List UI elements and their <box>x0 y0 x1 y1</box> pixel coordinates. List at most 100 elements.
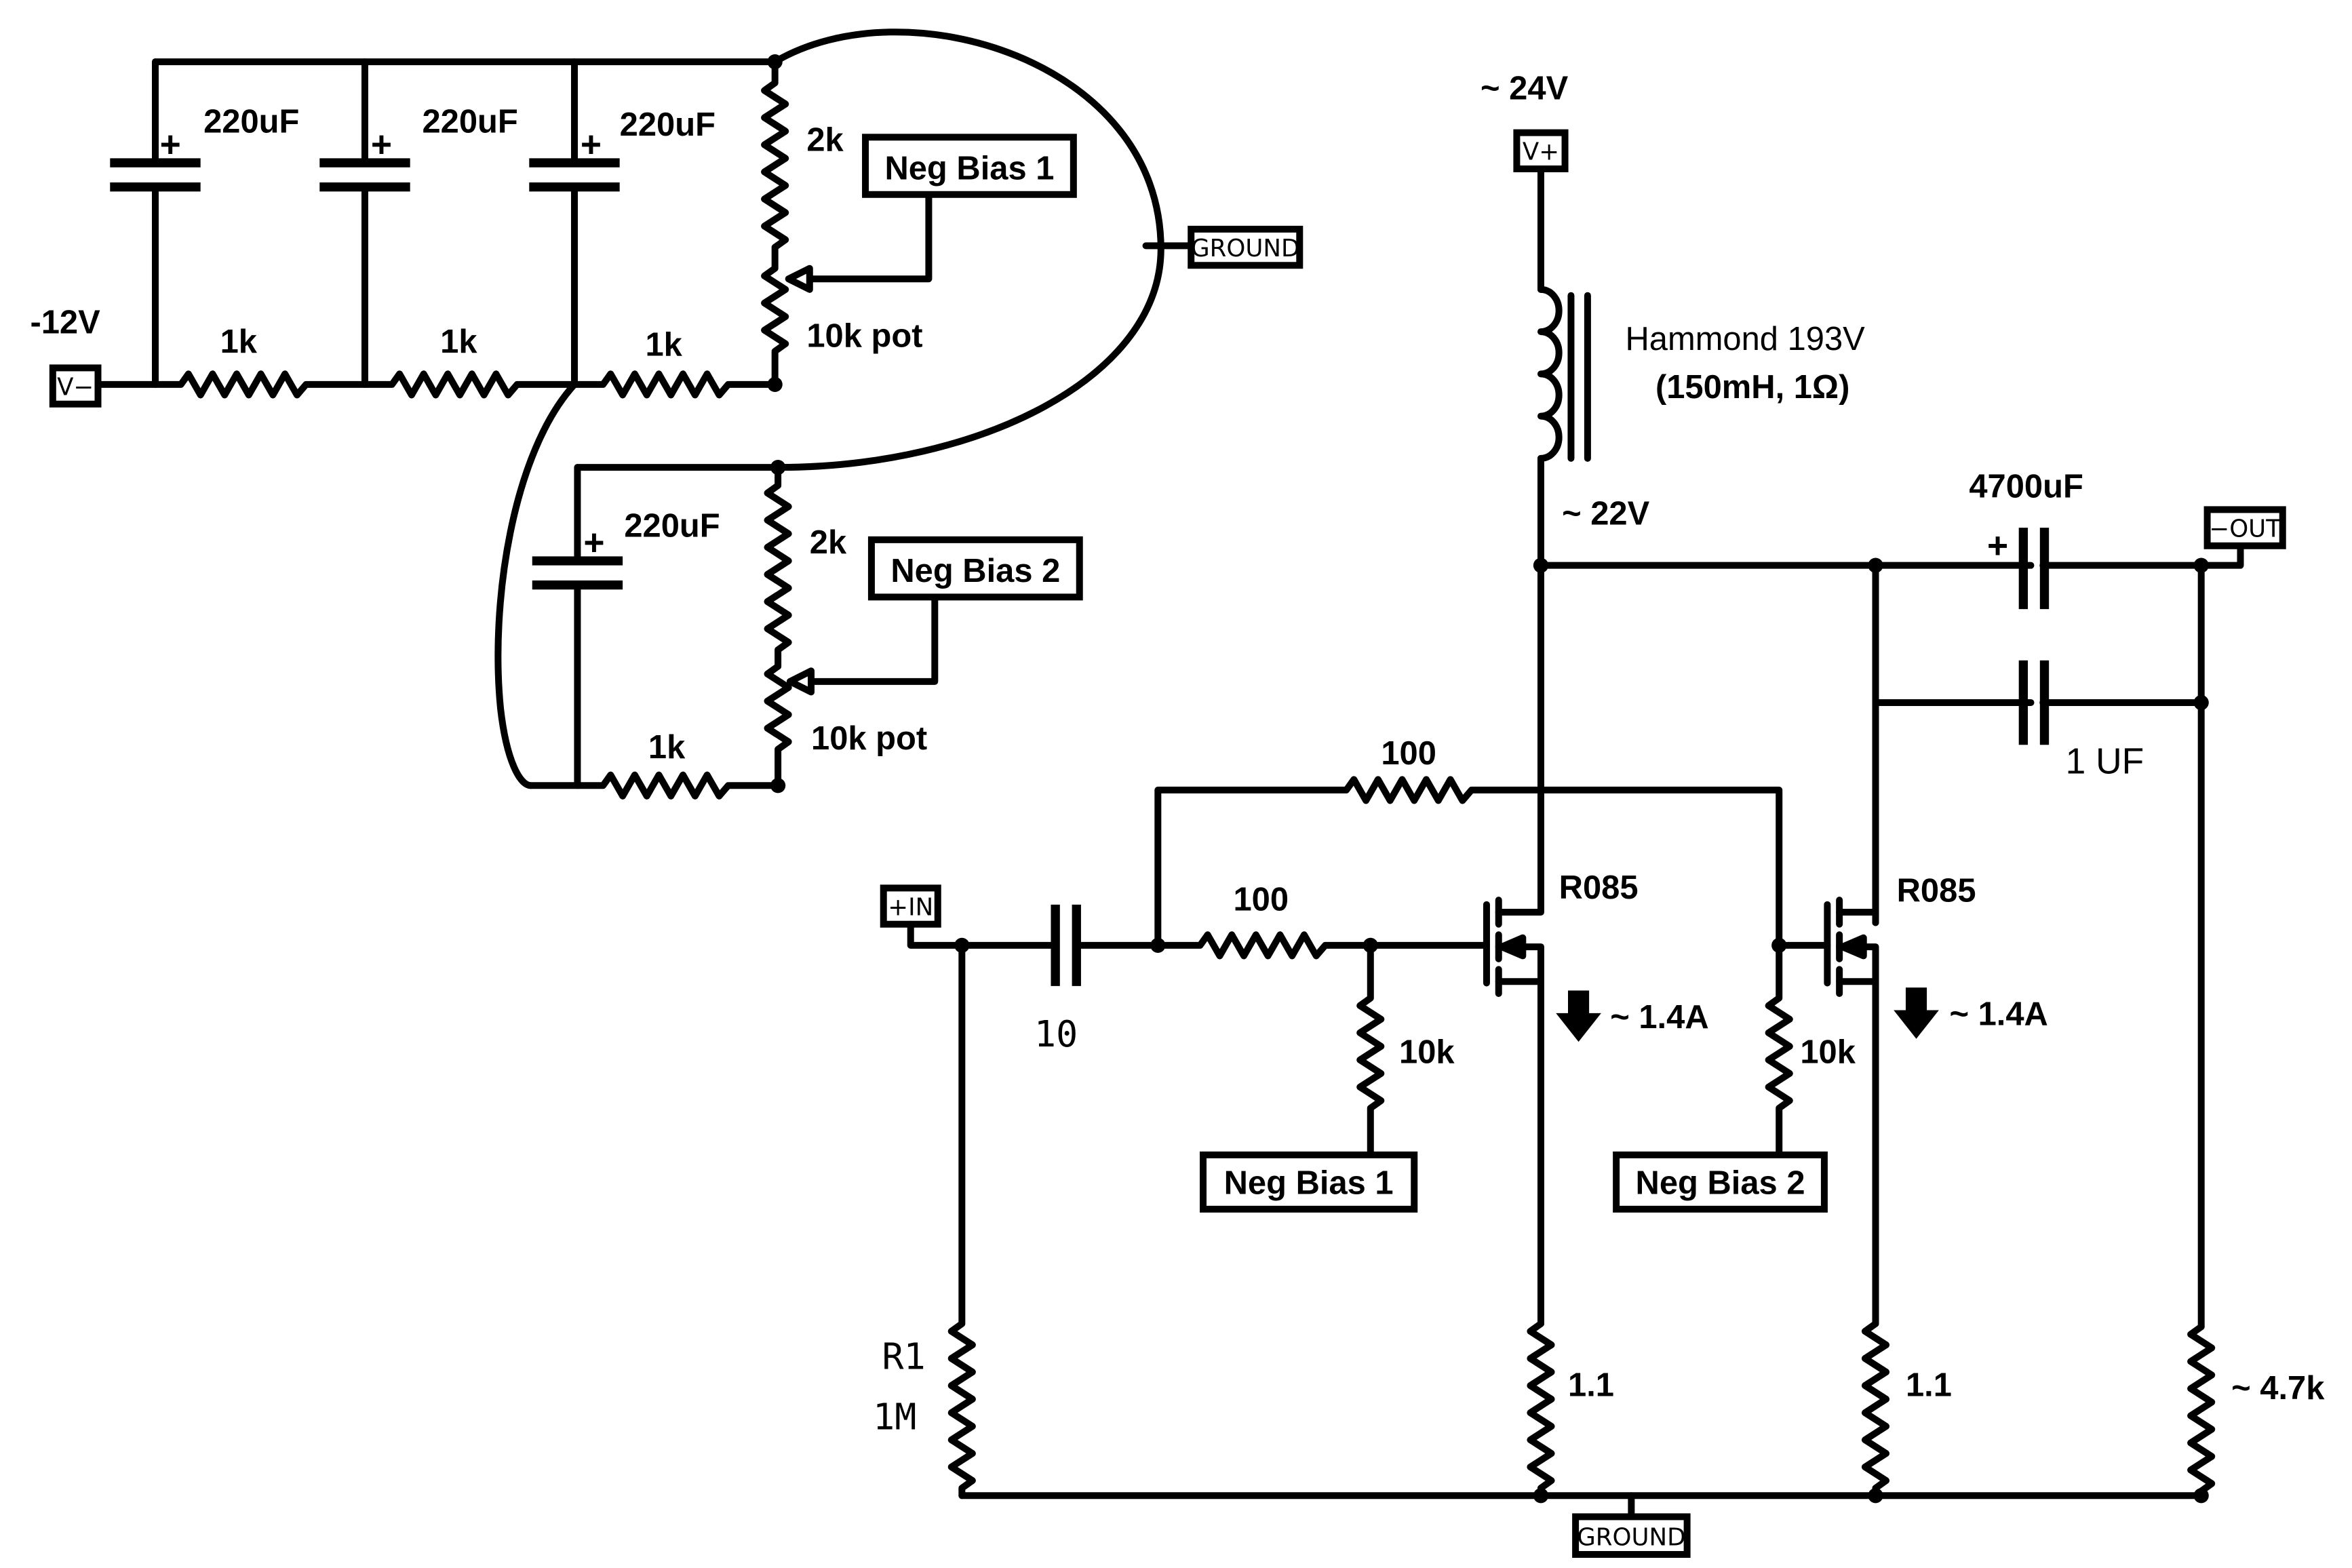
junction <box>770 778 786 793</box>
junction <box>1533 1488 1549 1504</box>
junction <box>767 376 783 392</box>
label-r-1k-b: 1k <box>440 324 477 360</box>
inductor-core <box>1567 292 1591 462</box>
port-neg-out: −OUT <box>2197 506 2286 569</box>
label-1uf: 1 UF <box>2066 741 2144 781</box>
power-section: V+ ~ 24V Hammond 193V (150mH, 1Ω) ~ 22V … <box>1481 71 2286 1331</box>
port-plus-in: +IN <box>880 884 966 949</box>
pot-wiper-bias1 <box>785 194 933 293</box>
resistor-gate2-10k <box>1765 941 1793 1158</box>
label-22v: ~ 22V <box>1562 496 1650 532</box>
resistor-load <box>2187 1323 2216 1500</box>
label-r-2k-bias1: 2k <box>806 121 844 158</box>
svg-text:V+: V+ <box>1523 138 1559 166</box>
svg-text:Neg Bias 1: Neg Bias 1 <box>884 151 1054 187</box>
label-source2: 1.1 <box>1906 1367 1952 1404</box>
label-cap3: 220uF <box>620 106 716 143</box>
resistor-1k-bias2 <box>527 771 782 800</box>
capacitor-4700uf <box>2018 528 2050 610</box>
label-pot-bias2: 10k pot <box>811 720 927 757</box>
label-cap4: 220uF <box>624 507 720 544</box>
label-mosfet2: R085 <box>1897 872 1976 909</box>
resistor-gate1-10k <box>1356 941 1385 1158</box>
junction <box>2193 557 2209 573</box>
junction <box>1363 937 1378 953</box>
svg-text:GROUND: GROUND <box>1577 1524 1685 1552</box>
arrow-down-icon <box>1894 987 1939 1039</box>
label-box-neg-bias2-bottom: Neg Bias 2 <box>1613 1151 1828 1213</box>
port-v-plus: V+ <box>1513 129 1569 172</box>
junction <box>770 460 786 475</box>
label-gate-100: 100 <box>1233 882 1289 918</box>
port-v-minus: V− <box>49 364 102 408</box>
junction <box>767 54 783 70</box>
svg-text:Neg Bias 2: Neg Bias 2 <box>890 553 1060 589</box>
junction <box>1868 1488 1883 1504</box>
mosfet-q1 <box>1483 878 1544 1327</box>
label-choke-name: Hammond 193V <box>1625 321 1865 357</box>
label-r-2k-bias2: 2k <box>810 524 847 561</box>
junction <box>1533 557 1549 573</box>
label-cap2: 220uF <box>422 104 517 140</box>
junction <box>2193 694 2209 711</box>
capacitor-c1 <box>110 58 201 388</box>
resistor-2k-bias2 <box>764 464 792 789</box>
capacitor-c3 <box>529 58 620 388</box>
label-current1: ~ 1.4A <box>1610 999 1708 1036</box>
capacitor-c2 <box>319 58 410 388</box>
svg-text:V−: V− <box>57 373 94 401</box>
inductor-coil <box>1537 286 1563 462</box>
label-input-cap: 10 <box>1034 1013 1078 1055</box>
mosfet-q2 <box>1824 897 1879 1327</box>
junction <box>1868 557 1883 573</box>
svg-text:−OUT: −OUT <box>2209 515 2281 543</box>
label-r-1k-bias2: 1k <box>648 729 686 766</box>
label-r-1k-c: 1k <box>645 327 682 364</box>
label-cap1-plus: + <box>160 125 181 165</box>
resistor-source2 <box>1861 1320 1890 1500</box>
bottom-section: 1.1 1.1 ~ 4.7k GROUND <box>958 1320 2325 1558</box>
label-cap2-plus: + <box>371 125 392 165</box>
capacitor-1uf <box>2018 660 2050 745</box>
resistor-gate-100 <box>1154 931 1490 960</box>
svg-text:Neg Bias 1: Neg Bias 1 <box>1224 1165 1394 1202</box>
resistor-r1 <box>947 941 976 1500</box>
label-24v: ~ 24V <box>1481 71 1569 107</box>
svg-text:Neg Bias 2: Neg Bias 2 <box>1636 1165 1805 1202</box>
port-ground-top: GROUND <box>1188 225 1304 269</box>
junction <box>1150 937 1166 953</box>
label-neg-12v: -12V <box>30 304 100 340</box>
resistor-source1 <box>1527 1320 1555 1500</box>
wire-cross <box>494 380 578 789</box>
label-current2: ~ 1.4A <box>1949 996 2047 1033</box>
capacitor-c4 <box>532 464 623 789</box>
junction <box>2193 1488 2209 1504</box>
input-section: +IN 10 R1 1M 100 100 10k Neg Bias 1 10k <box>873 735 1856 1500</box>
label-cap1: 220uF <box>203 104 299 140</box>
label-feedback-100: 100 <box>1381 735 1436 772</box>
label-pot-bias1: 10k pot <box>806 317 922 354</box>
port-ground-bottom: GROUND <box>1572 1513 1691 1558</box>
label-r-1k-a: 1k <box>220 324 258 360</box>
arrow-down-icon <box>1556 990 1601 1042</box>
label-box-neg-bias1-top: Neg Bias 1 <box>862 134 1077 198</box>
svg-text:+IN: +IN <box>888 893 933 921</box>
label-r1-name: R1 <box>882 1335 926 1378</box>
resistor-2k-bias1 <box>761 58 789 388</box>
junction <box>1771 937 1787 953</box>
bias-supply: V− GROUND Neg Bias 1 Neg Bias 2 -12V + 2… <box>30 28 1304 800</box>
capacitor-input-10 <box>1051 904 1081 986</box>
label-load: ~ 4.7k <box>2231 1370 2325 1407</box>
label-4700uf-plus: + <box>1987 526 2008 566</box>
wire-bottom-rail <box>94 370 779 399</box>
label-mosfet1: R085 <box>1559 869 1639 906</box>
label-gate1-10k: 10k <box>1399 1034 1455 1070</box>
pot-wiper-bias2 <box>786 593 939 696</box>
label-box-neg-bias2-top: Neg Bias 2 <box>867 536 1083 601</box>
label-cap4-plus: + <box>583 523 604 563</box>
wire-ground-loop <box>771 28 1164 471</box>
label-source1: 1.1 <box>1568 1367 1614 1404</box>
label-r1-value: 1M <box>873 1395 916 1438</box>
label-choke-spec: (150mH, 1Ω) <box>1655 369 1849 406</box>
